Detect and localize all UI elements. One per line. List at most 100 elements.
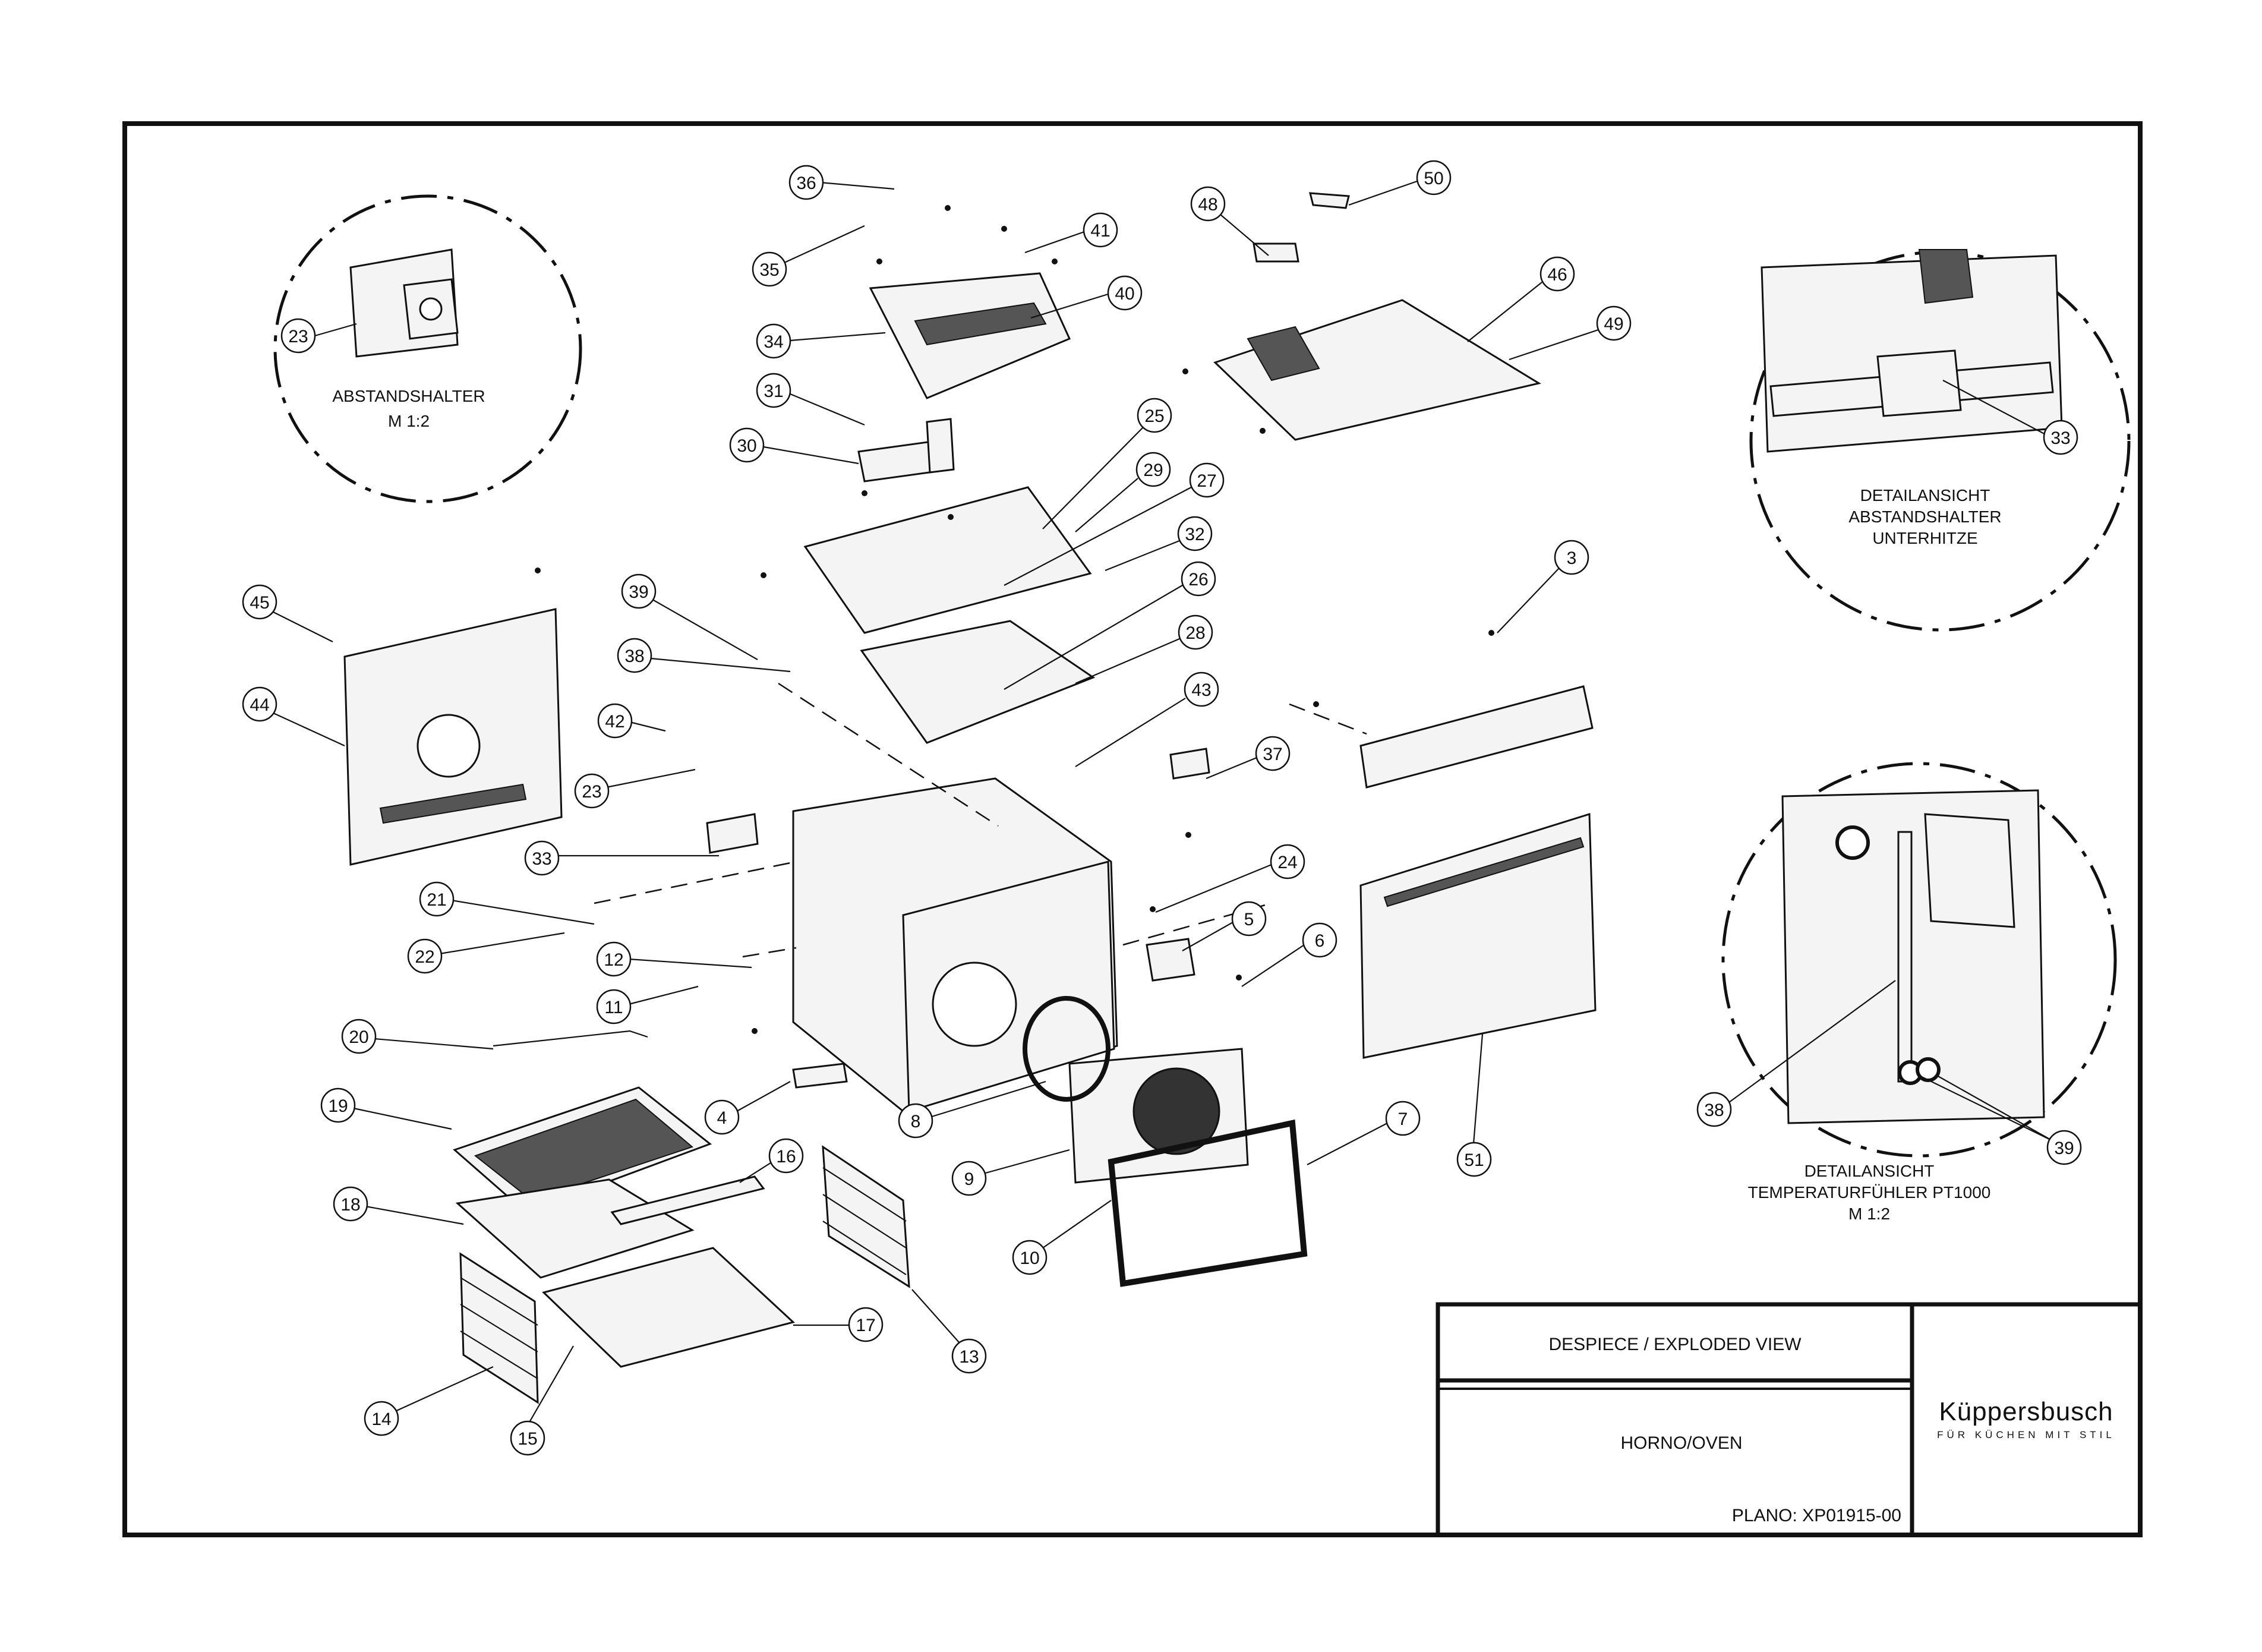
detail-spacer: 23 ABSTANDSHALTER M 1:2 — [273, 194, 582, 503]
callout-bubble — [1177, 516, 1213, 551]
svg-text:45: 45 — [250, 593, 269, 613]
svg-text:11: 11 — [604, 998, 623, 1017]
svg-text:50: 50 — [1424, 169, 1443, 188]
callout-bubble — [242, 686, 277, 722]
svg-text:41: 41 — [1090, 221, 1110, 241]
callout-bubble — [419, 881, 455, 917]
callout-bubble — [280, 318, 316, 354]
callout-bubble — [574, 773, 610, 809]
svg-text:26: 26 — [1188, 570, 1208, 589]
svg-text:18: 18 — [340, 1195, 360, 1215]
callout-bubble — [1270, 844, 1305, 879]
svg-text:43: 43 — [1191, 680, 1211, 700]
svg-text:8: 8 — [911, 1112, 921, 1131]
screws — [535, 205, 1494, 1034]
svg-text:25: 25 — [1144, 406, 1164, 426]
svg-text:35: 35 — [759, 260, 779, 280]
callout-bubble — [768, 1138, 804, 1174]
callout-bubble — [1190, 186, 1226, 222]
callout-bubble — [617, 638, 652, 673]
callout-bubble — [320, 1087, 356, 1123]
svg-text:4: 4 — [717, 1108, 727, 1128]
svg-text:10: 10 — [1020, 1249, 1039, 1268]
svg-text:44: 44 — [250, 695, 269, 715]
callout-bubble — [524, 840, 560, 876]
callout-bubble — [1107, 275, 1143, 311]
svg-text:31: 31 — [764, 382, 783, 401]
callout-bubble — [1596, 305, 1632, 341]
callout-bubble — [597, 703, 633, 739]
assembly-lines — [594, 682, 1367, 958]
svg-text:42: 42 — [605, 712, 624, 732]
svg-text:29: 29 — [1143, 461, 1163, 480]
callouts: 36 35 41 40 34 31 30 25 29 27 — [242, 160, 1632, 1456]
callout-bubble — [1012, 1240, 1048, 1275]
svg-text:28: 28 — [1185, 623, 1205, 643]
svg-text:7: 7 — [1398, 1109, 1408, 1129]
callout-bubble — [596, 941, 632, 977]
svg-text:15: 15 — [518, 1429, 537, 1449]
callout-bubble — [242, 584, 277, 620]
callout-bubble — [1539, 256, 1575, 292]
svg-text:38: 38 — [624, 647, 644, 666]
callout-bubble — [364, 1401, 399, 1436]
detail-sensor-line3: M 1:2 — [1848, 1205, 1890, 1223]
callout-bubble — [2043, 420, 2078, 455]
svg-text:16: 16 — [776, 1147, 796, 1167]
callout-bubble — [2046, 1130, 2082, 1165]
detail-sensor-line1: DETAILANSICHT — [1804, 1162, 1935, 1180]
svg-text:27: 27 — [1197, 471, 1216, 491]
callout-bubble — [848, 1307, 884, 1342]
detail-underheat-line1: DETAILANSICHT — [1860, 486, 1990, 505]
svg-text:21: 21 — [427, 890, 446, 910]
title-block-product: HORNO/OVEN — [1620, 1433, 1742, 1453]
callout-bubble — [898, 1103, 933, 1139]
svg-text:6: 6 — [1315, 931, 1325, 951]
svg-text:38: 38 — [1704, 1101, 1724, 1120]
detail-underheat-line2: ABSTANDSHALTER — [1848, 507, 2001, 526]
callout-bubble — [729, 427, 765, 463]
svg-text:22: 22 — [415, 947, 434, 967]
callout-bubble — [1135, 452, 1171, 487]
callout-bubble — [951, 1161, 987, 1196]
callout-bubble — [1255, 736, 1291, 771]
callout-bubble — [788, 165, 824, 200]
callout-bubble — [704, 1099, 740, 1135]
svg-text:13: 13 — [959, 1347, 979, 1367]
callout-bubble — [341, 1019, 377, 1054]
svg-text:33: 33 — [2050, 428, 2070, 448]
svg-text:23: 23 — [288, 327, 308, 346]
callout-bubble — [1137, 398, 1172, 433]
callout-bubble — [407, 938, 443, 974]
svg-text:34: 34 — [764, 332, 783, 352]
svg-text:48: 48 — [1198, 195, 1217, 215]
callout-bubble — [752, 251, 787, 287]
callout-bubble — [1184, 671, 1219, 707]
detail-sensor: 38 39 DETAILANSICHT TEMPERATURFÜHLER PT1… — [1696, 762, 2117, 1223]
svg-text:33: 33 — [532, 849, 551, 869]
callout-bubble — [756, 323, 791, 359]
callout-bubble — [1416, 160, 1452, 196]
callout-bubble — [596, 989, 632, 1024]
title-block: DESPIECE / EXPLODED VIEW HORNO/OVEN PLAN… — [1436, 1302, 2143, 1537]
brand-logo: Küppersbusch — [1939, 1397, 2113, 1426]
callout-bubble — [510, 1420, 545, 1456]
callout-bubble — [1385, 1101, 1421, 1136]
title-block-title: DESPIECE / EXPLODED VIEW — [1548, 1335, 1802, 1354]
svg-text:20: 20 — [349, 1027, 368, 1047]
callout-bubble — [1302, 922, 1337, 958]
svg-text:14: 14 — [371, 1410, 391, 1429]
detail-spacer-scale: M 1:2 — [388, 412, 430, 430]
svg-text:37: 37 — [1263, 745, 1282, 764]
svg-text:49: 49 — [1604, 314, 1623, 334]
svg-text:39: 39 — [629, 582, 648, 602]
svg-text:30: 30 — [737, 436, 756, 456]
callout-bubble — [951, 1338, 987, 1374]
callout-bubble — [1696, 1092, 1732, 1127]
callout-bubble — [1178, 614, 1213, 650]
callout-bubble — [1554, 540, 1589, 575]
callout-bubble — [1231, 901, 1267, 937]
callout-bubble — [1456, 1142, 1492, 1177]
svg-text:24: 24 — [1277, 853, 1297, 872]
